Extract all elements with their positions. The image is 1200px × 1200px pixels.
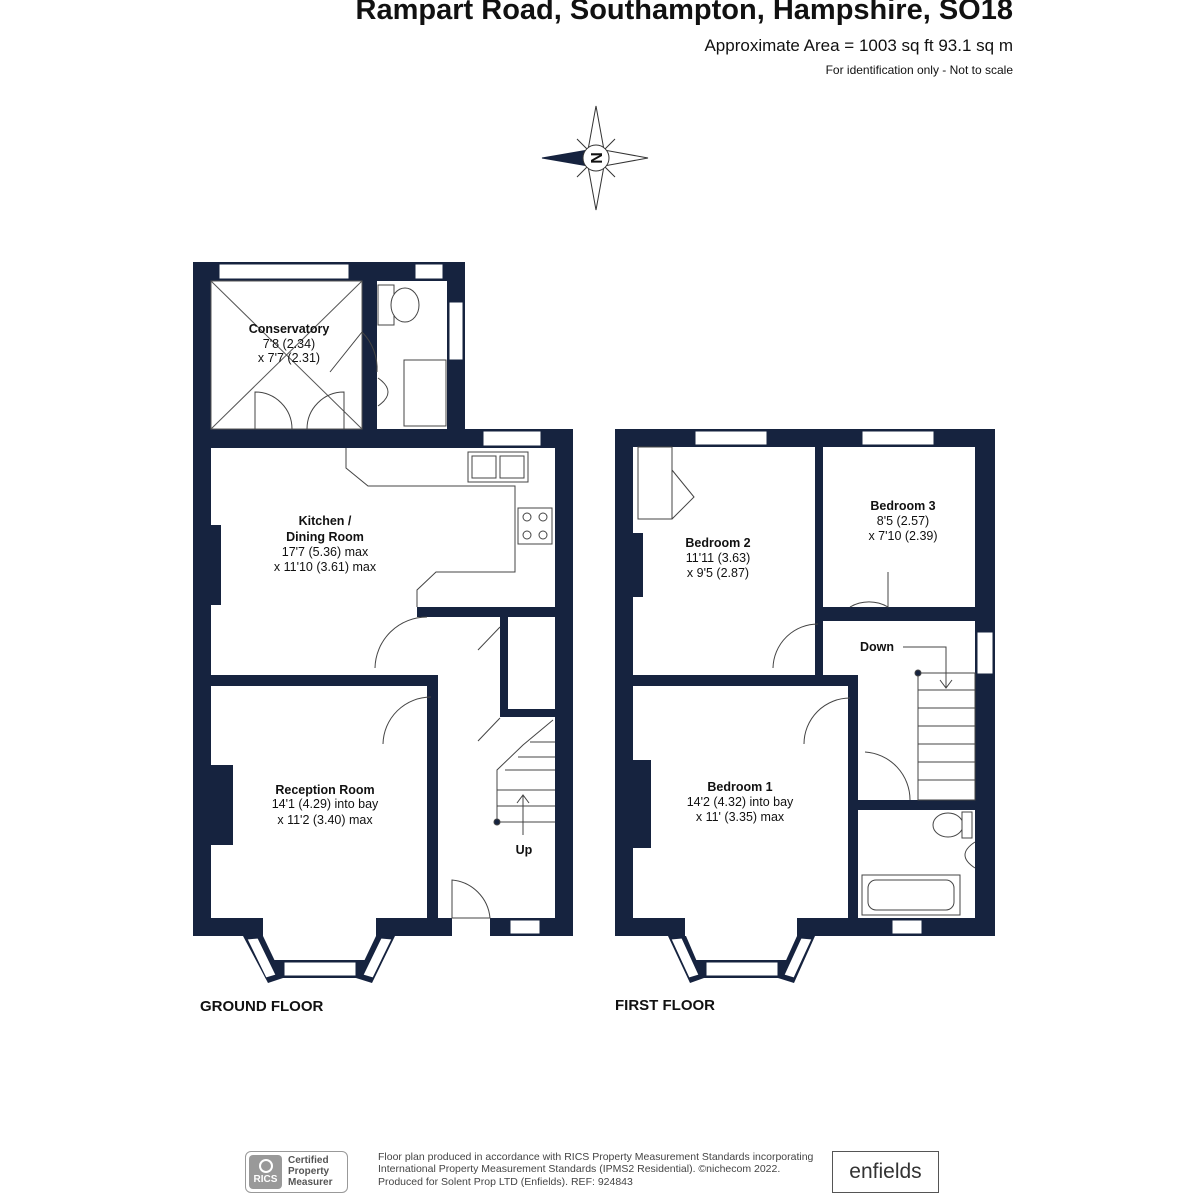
rics-logo: RICS [249,1155,282,1189]
reception-room-dim-2: x 11'2 (3.40) max [277,813,373,827]
first-floor-room-labels: Bedroom 2 11'11 (3.63) x 9'5 (2.87) Bedr… [685,499,937,824]
rics-badge-line-2: Property [288,1166,330,1177]
footer-disclaimer: Floor plan produced in accordance with R… [378,1151,838,1188]
bedroom-1-name: Bedroom 1 [707,780,772,794]
bedroom-3-name: Bedroom 3 [870,499,935,513]
conservatory-dim-2: x 7'7 (2.31) [258,351,320,365]
first-floor-stairs [903,646,976,801]
bedroom-2-dim-2: x 9'5 (2.87) [687,566,749,580]
footer-line-1: Floor plan produced in accordance with R… [378,1151,814,1163]
kitchen-name-line1: Kitchen / [299,514,352,528]
ground-floor-label: GROUND FLOOR [200,998,324,1015]
kitchen-name-line2: Dining Room [286,530,364,544]
disclaimer-note: For identification only - Not to scale [825,63,1013,77]
ground-floor-walls [193,262,573,983]
conservatory-dim-1: 7'8 (2.34) [263,337,315,351]
bathroom-fixtures [861,811,976,916]
ground-floor-stairs [493,719,555,835]
approximate-area: Approximate Area = 1003 sq ft 93.1 sq m [704,36,1013,55]
wc-fixtures [377,284,447,427]
footer-line-2: International Property Measurement Stand… [378,1163,781,1176]
rics-badge-text: Certified Property Measurer [288,1155,332,1188]
kitchen-dim-2: x 11'10 (3.61) max [274,560,377,574]
stairs-down-label: Down [860,640,894,654]
rics-badge-line-3: Measurer [288,1177,333,1188]
footer-line-3: Produced for Solent Prop LTD (Enfields).… [378,1175,633,1188]
conservatory-name: Conservatory [249,322,330,336]
ground-floor-doors [254,331,501,919]
reception-room-dim-1: 14'1 (4.29) into bay [272,797,379,811]
ground-floor-room-labels: Conservatory 7'8 (2.34) x 7'7 (2.31) Kit… [249,322,533,857]
bedroom-3-dim-1: 8'5 (2.57) [877,514,929,528]
first-floor-doors [637,446,911,801]
rics-badge-line-1: Certified [288,1155,329,1166]
compass-north-letter: N [589,152,606,164]
bedroom-2-name: Bedroom 2 [685,536,750,550]
rics-certified-badge: RICS Certified Property Measurer [245,1151,348,1193]
bedroom-1-dim-2: x 11' (3.35) max [696,810,785,824]
rics-logo-text: RICS [253,1174,278,1185]
plan-title: Rampart Road, Southampton, Hampshire, SO… [355,0,1013,26]
bedroom-3-dim-2: x 7'10 (2.39) [868,529,937,543]
bedroom-1-dim-1: 14'2 (4.32) into bay [687,795,794,809]
conservatory-glazing [210,280,363,430]
bedroom-2-dim-1: 11'11 (3.63) [686,551,750,565]
enfields-brand-logo: enfields [832,1151,939,1193]
kitchen-dim-1: 17'7 (5.36) max [282,545,369,559]
reception-room-name: Reception Room [275,783,374,797]
first-floor-windows [670,430,994,979]
kitchen-units [345,448,553,607]
stairs-up-label: Up [516,843,533,857]
compass-icon [541,105,649,211]
first-floor-label: FIRST FLOOR [615,997,715,1014]
ground-floor-windows [218,263,542,979]
rics-globe-icon [258,1159,273,1173]
